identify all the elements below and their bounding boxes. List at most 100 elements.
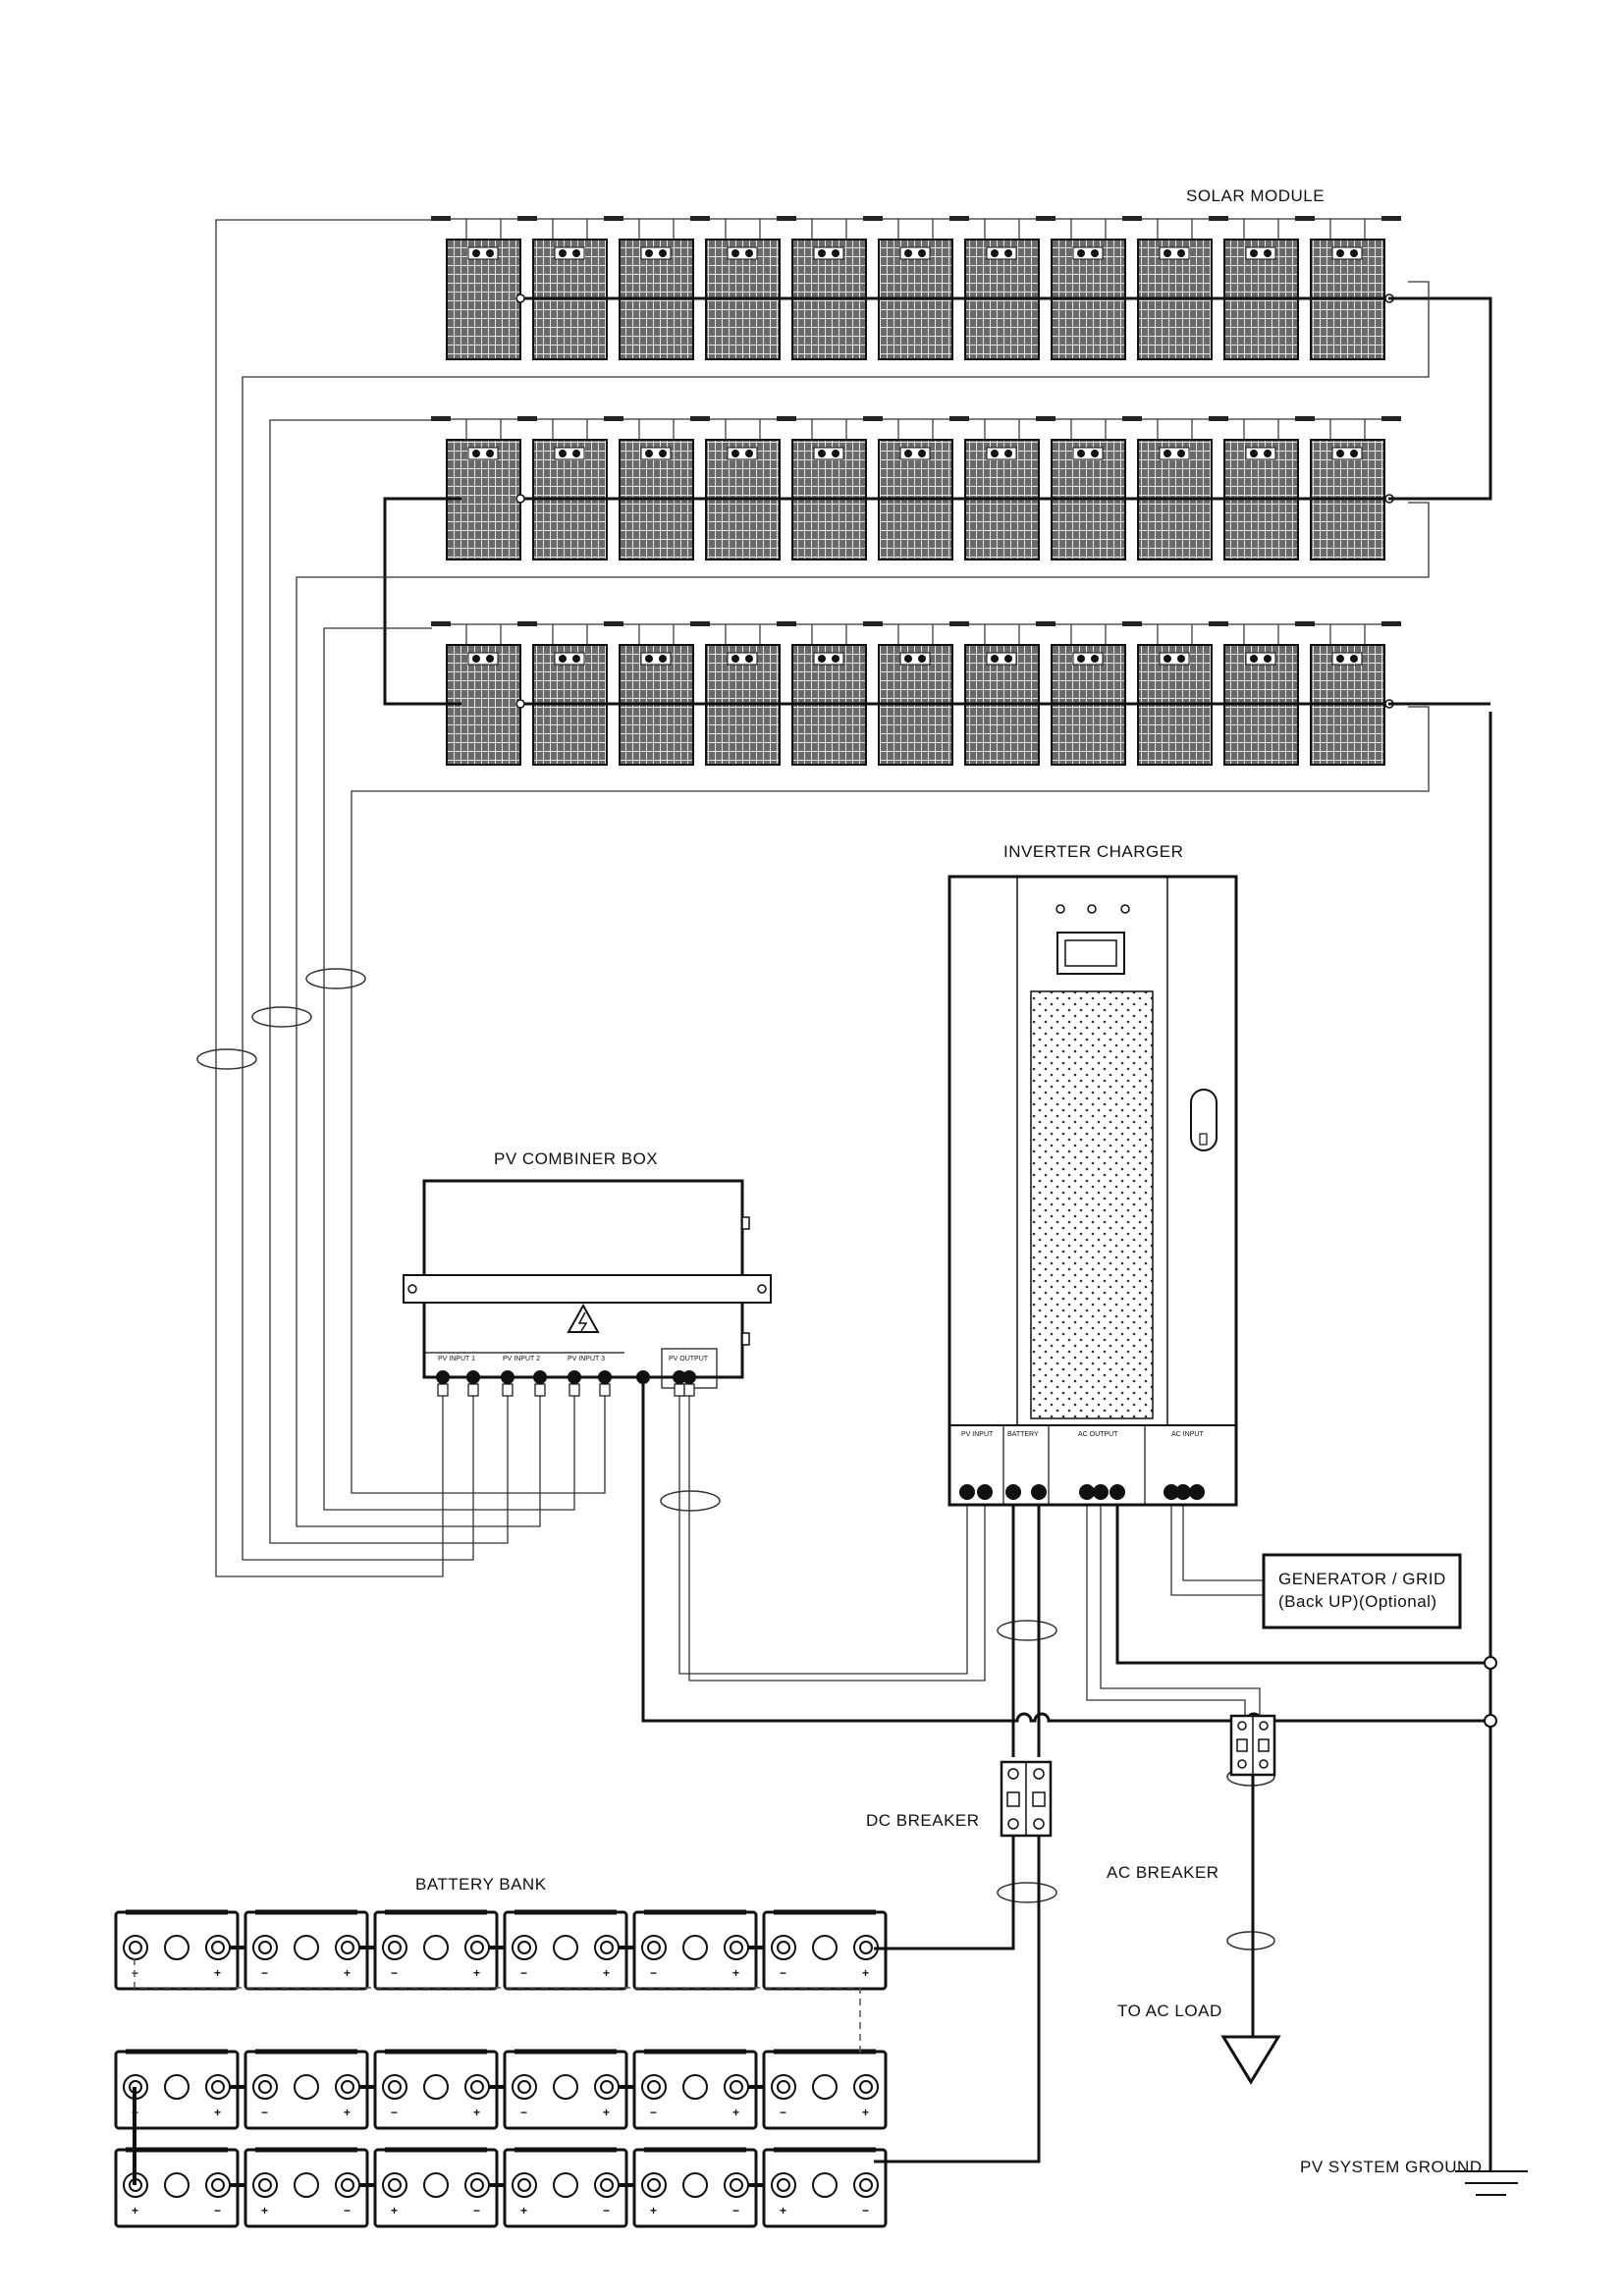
negative-terminal-icon [1091, 655, 1099, 663]
positive-terminal-icon [645, 655, 653, 663]
battery-positive-terminal-icon: + [1005, 1484, 1021, 1500]
solar-module [532, 219, 608, 360]
pv-combiner-box-label: PV COMBINER BOX [494, 1149, 658, 1168]
row-link-wire [1388, 296, 1492, 501]
svg-text:+: + [650, 2204, 657, 2217]
positive-terminal-icon [472, 655, 480, 663]
positive-terminal-icon [1336, 249, 1344, 257]
battery: −+ [632, 1909, 772, 1991]
battery: +− [632, 2147, 772, 2228]
pv-string-wires [215, 219, 1430, 1716]
mc4-connector-icon [777, 621, 796, 626]
svg-text:L: L [1084, 1487, 1091, 1499]
svg-text:+: + [1010, 1487, 1016, 1499]
svg-text:−: − [964, 1487, 970, 1499]
positive-terminal-icon [818, 655, 826, 663]
positive-terminal-icon [645, 249, 653, 257]
svg-text:+: + [344, 1966, 351, 1980]
ground-terminal-icon: G [636, 1370, 650, 1384]
negative-terminal-icon [1004, 655, 1012, 663]
svg-text:−: − [391, 1966, 398, 1980]
vent-cap-icon [294, 2074, 319, 2100]
main-wires [641, 712, 1492, 2171]
generator-grid-label: GENERATOR / GRID [1278, 1570, 1446, 1588]
mc4-connector-icon [1381, 621, 1401, 626]
ac-input-l-terminal-icon: L [1164, 1484, 1179, 1500]
ac-breaker [1229, 1714, 1276, 1777]
solar-module [791, 219, 867, 360]
svg-text:−: − [520, 2106, 527, 2119]
svg-text:+: + [214, 2106, 221, 2119]
negative-terminal-icon [572, 655, 580, 663]
positive-terminal-icon [818, 450, 826, 457]
negative-terminal-icon: − [682, 1370, 696, 1397]
svg-text:+: + [344, 2106, 351, 2119]
pv-negative-terminal-icon: − [959, 1484, 975, 1500]
ventilation-grille [1030, 990, 1154, 1419]
negative-terminal-icon [745, 450, 753, 457]
negative-terminal-icon: − [436, 1370, 450, 1397]
positive-terminal-icon [731, 249, 739, 257]
ground-symbol-icon [1455, 2170, 1528, 2196]
ac-breaker-label: AC BREAKER [1107, 1863, 1219, 1882]
svg-text:−: − [732, 2204, 739, 2217]
vent-cap-icon [164, 1935, 189, 1960]
battery: −+ [114, 1909, 253, 1991]
svg-text:−: − [473, 2204, 480, 2217]
positive-terminal-icon [1077, 655, 1085, 663]
negative-terminal-icon [832, 450, 839, 457]
positive-terminal-icon [1250, 450, 1258, 457]
solar-module [1223, 219, 1299, 360]
negative-terminal-icon: − [568, 1370, 581, 1397]
mc4-connector-icon [949, 416, 969, 421]
svg-text:−: − [780, 1966, 786, 1980]
svg-text:+: + [732, 2106, 739, 2119]
negative-terminal-icon [1004, 249, 1012, 257]
mc4-connector-icon [604, 216, 623, 221]
to-ac-load-label: TO AC LOAD [1117, 2002, 1222, 2020]
negative-terminal-icon [745, 249, 753, 257]
battery: −+ [373, 1909, 513, 1991]
battery: +− [373, 2147, 513, 2228]
generator-grid-box: GENERATOR / GRID (Back UP)(Optional) [1262, 1553, 1462, 1629]
svg-text:+: + [520, 2204, 527, 2217]
svg-text:−: − [344, 2204, 351, 2217]
negative-terminal-icon [918, 450, 926, 457]
positive-terminal-icon [559, 249, 567, 257]
vent-cap-icon [553, 2172, 578, 2198]
cable-bundle-markers [196, 968, 1275, 1950]
svg-text:+: + [780, 2204, 786, 2217]
svg-text:+: + [473, 1966, 480, 1980]
solar-module [619, 624, 694, 766]
positive-terminal-icon [731, 655, 739, 663]
vent-cap-icon [812, 2074, 838, 2100]
battery: −+ [762, 2049, 888, 2130]
svg-text:+: + [261, 2204, 268, 2217]
mc4-connector-icon [1036, 416, 1056, 421]
mc4-connector-icon [949, 216, 969, 221]
battery: −+ [244, 1909, 383, 1991]
svg-text:+: + [603, 2106, 610, 2119]
svg-text:−: − [261, 2106, 268, 2119]
negative-terminal-icon [1264, 249, 1272, 257]
svg-text:−: − [650, 2106, 657, 2119]
battery: +− [114, 2147, 253, 2228]
mc4-connector-icon [690, 416, 710, 421]
dc-breaker-label: DC BREAKER [866, 1811, 980, 1830]
positive-terminal-icon [904, 655, 912, 663]
positive-terminal-icon [1336, 450, 1344, 457]
mc4-connector-icon [1209, 621, 1228, 626]
battery: +− [762, 2147, 888, 2228]
svg-text:+: + [603, 1966, 610, 1980]
solar-module [964, 219, 1040, 360]
ac-load-icon [1220, 2035, 1281, 2085]
svg-text:N: N [1179, 1487, 1187, 1499]
mc4-connector-icon [1381, 416, 1401, 421]
indicator-led-icon [1087, 904, 1097, 914]
solar-array [446, 219, 1385, 766]
pv-positive-terminal-icon: + [977, 1484, 993, 1500]
positive-terminal-icon [472, 450, 480, 457]
mc4-connector-icon [777, 416, 796, 421]
svg-text:+: + [732, 1966, 739, 1980]
negative-terminal-icon [1264, 450, 1272, 457]
